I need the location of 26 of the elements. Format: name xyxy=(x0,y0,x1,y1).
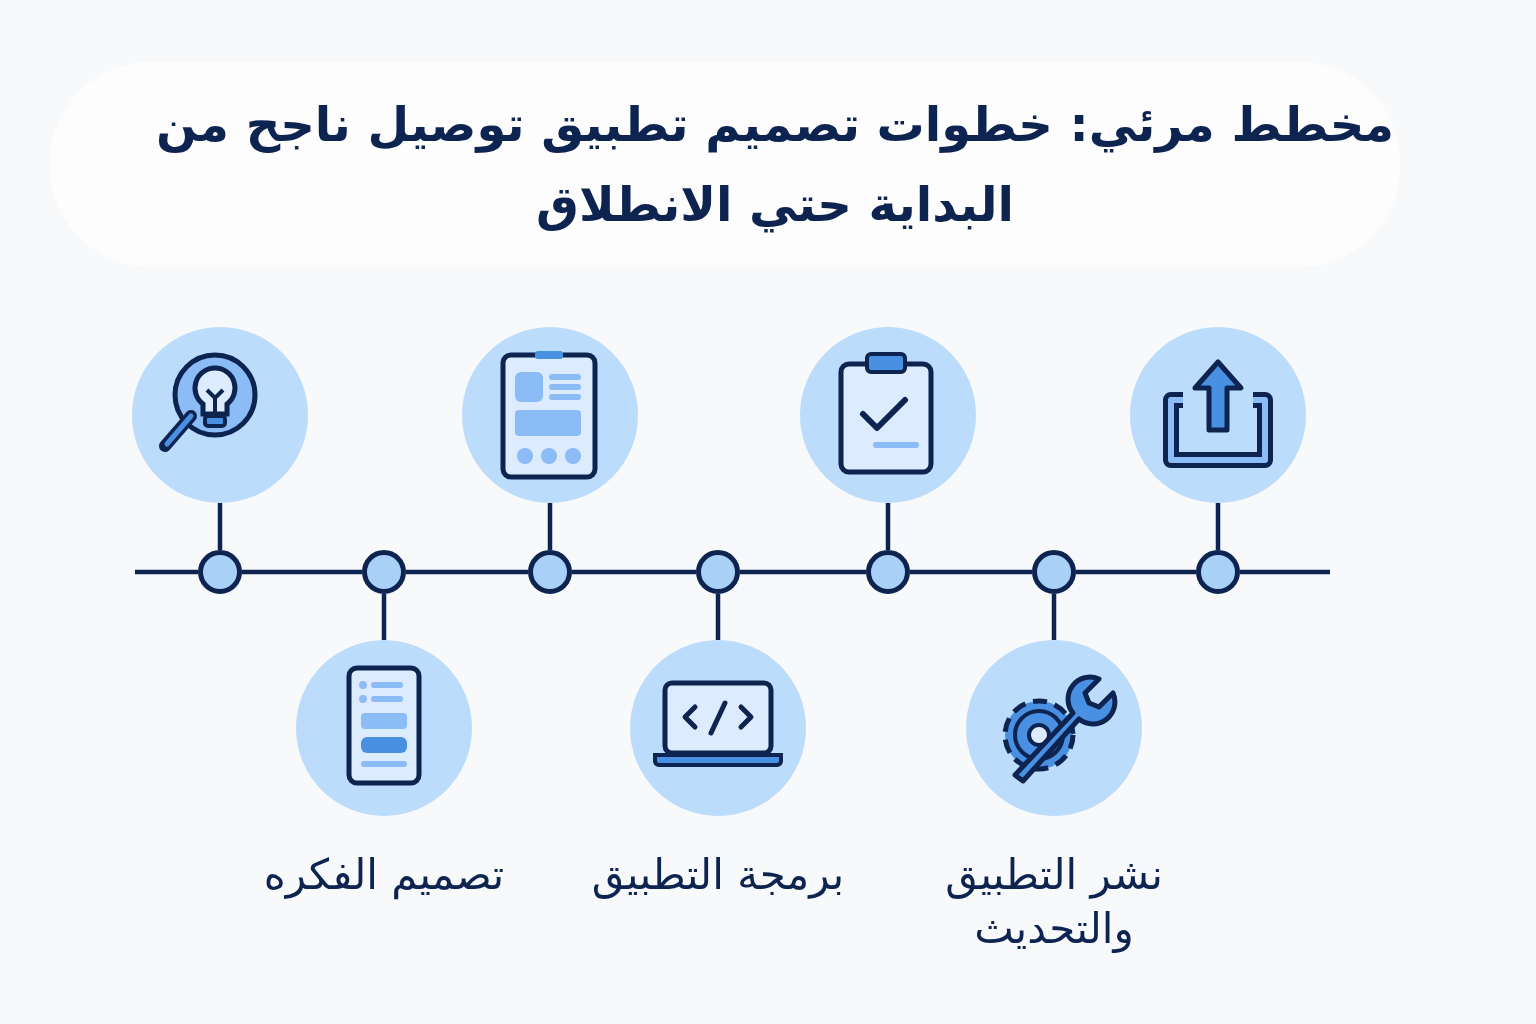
connector-line xyxy=(885,503,891,550)
connector-line xyxy=(217,503,223,550)
timeline-line xyxy=(135,569,198,575)
connector-line xyxy=(547,503,553,550)
timeline-dot xyxy=(866,550,910,594)
connector-line xyxy=(740,569,866,575)
step-label: برمجة التطبيق xyxy=(590,849,846,901)
timeline-dot xyxy=(1196,550,1240,594)
title: مخطط مرئي: خطوات تصميم تطبيق توصيل ناجح من البداية حتي الانطلاق xyxy=(155,95,1395,235)
connector-line xyxy=(572,569,696,575)
connector-line xyxy=(1051,594,1057,640)
connector-line xyxy=(715,594,721,640)
connector-line xyxy=(242,569,362,575)
connector-line xyxy=(406,569,528,575)
connector-line xyxy=(381,594,387,640)
timeline-dot xyxy=(528,550,572,594)
connector-line xyxy=(910,569,1032,575)
connector-line xyxy=(1215,503,1221,550)
step-label: نشر التطبيق والتحديث xyxy=(944,849,1164,955)
timeline-dot xyxy=(198,550,242,594)
connector-line xyxy=(1076,569,1196,575)
step-label: تصميم الفكره xyxy=(262,849,506,902)
timeline-dot xyxy=(696,550,740,594)
timeline-dot xyxy=(362,550,406,594)
timeline-line xyxy=(1240,569,1330,575)
timeline-dot xyxy=(1032,550,1076,594)
